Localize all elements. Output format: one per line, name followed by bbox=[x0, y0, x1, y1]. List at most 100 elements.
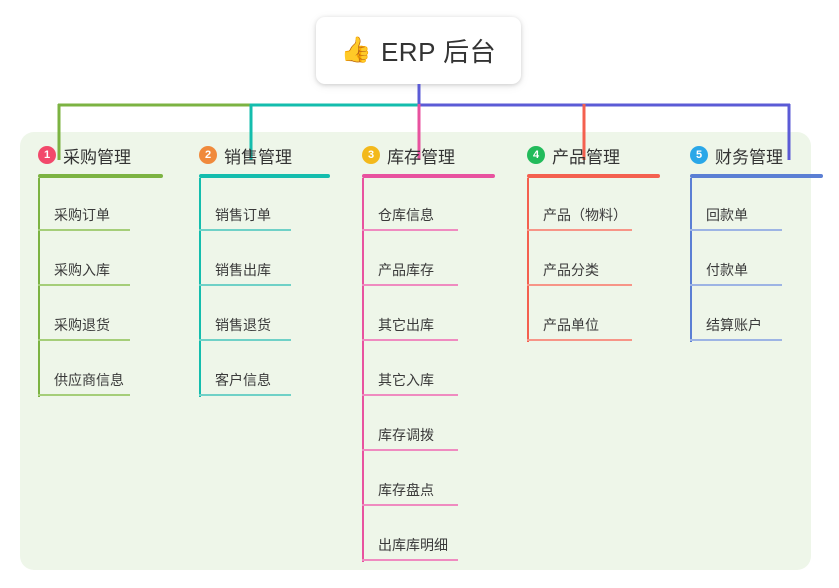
leaf-item[interactable]: 出库库明细 bbox=[344, 508, 477, 563]
leaf-item[interactable]: 结算账户 bbox=[672, 288, 805, 343]
column-2: 2 销售管理销售订单销售出库销售退货客户信息 bbox=[181, 142, 330, 398]
leaf-item[interactable]: 销售订单 bbox=[181, 178, 312, 233]
leaf-item[interactable]: 采购订单 bbox=[20, 178, 145, 233]
leaf-item-rule bbox=[38, 339, 130, 341]
leaf-item-rule bbox=[38, 394, 130, 396]
leaf-item-rule bbox=[527, 229, 632, 231]
leaf-item-rule bbox=[690, 339, 782, 341]
diagram-panel bbox=[20, 132, 811, 570]
leaf-item-rule bbox=[199, 394, 291, 396]
leaf-item[interactable]: 客户信息 bbox=[181, 343, 312, 398]
thumbs-up-icon: 👍 bbox=[340, 36, 372, 64]
leaf-item-label: 采购退货 bbox=[54, 317, 110, 333]
column-badge-5: 5 bbox=[690, 146, 708, 164]
column-header-1[interactable]: 1 采购管理 bbox=[20, 142, 145, 168]
leaf-item[interactable]: 产品单位 bbox=[509, 288, 642, 343]
leaf-item-label: 销售订单 bbox=[215, 207, 271, 223]
leaf-item[interactable]: 销售退货 bbox=[181, 288, 312, 343]
leaf-item-rule bbox=[38, 229, 130, 231]
column-header-5[interactable]: 5 财务管理 bbox=[672, 142, 805, 168]
leaf-item-label: 产品分类 bbox=[543, 262, 599, 278]
column-badge-2: 2 bbox=[199, 146, 217, 164]
leaf-item-rule bbox=[199, 229, 291, 231]
leaf-item[interactable]: 仓库信息 bbox=[344, 178, 477, 233]
leaf-item-label: 库存调拨 bbox=[378, 427, 434, 443]
leaf-item[interactable]: 回款单 bbox=[672, 178, 805, 233]
leaf-item-rule bbox=[362, 504, 458, 506]
column-rule-3 bbox=[362, 174, 495, 178]
leaf-item[interactable]: 库存调拨 bbox=[344, 398, 477, 453]
column-badge-1: 1 bbox=[38, 146, 56, 164]
column-rule-1 bbox=[38, 174, 163, 178]
column-items-5: 回款单付款单结算账户 bbox=[672, 178, 805, 343]
leaf-item[interactable]: 采购退货 bbox=[20, 288, 145, 343]
column-4: 4 产品管理产品（物料） 产品分类产品单位 bbox=[509, 142, 660, 343]
leaf-item-label: 其它出库 bbox=[378, 317, 434, 333]
leaf-item-rule bbox=[38, 284, 130, 286]
leaf-item-label: 付款单 bbox=[706, 262, 748, 278]
leaf-item[interactable]: 产品分类 bbox=[509, 233, 642, 288]
leaf-item-label: 产品单位 bbox=[543, 317, 599, 333]
column-title-2: 销售管理 bbox=[224, 147, 292, 167]
column-items-4: 产品（物料） 产品分类产品单位 bbox=[509, 178, 642, 343]
leaf-item-label: 销售出库 bbox=[215, 262, 271, 278]
column-badge-4: 4 bbox=[527, 146, 545, 164]
leaf-item[interactable]: 产品库存 bbox=[344, 233, 477, 288]
column-5: 5 财务管理回款单付款单结算账户 bbox=[672, 142, 823, 343]
leaf-item[interactable]: 产品（物料） bbox=[509, 178, 642, 233]
column-rule-5 bbox=[690, 174, 823, 178]
column-rule-4 bbox=[527, 174, 660, 178]
column-items-2: 销售订单销售出库销售退货客户信息 bbox=[181, 178, 312, 398]
leaf-item-label: 结算账户 bbox=[706, 317, 762, 333]
column-header-4[interactable]: 4 产品管理 bbox=[509, 142, 642, 168]
column-rule-2 bbox=[199, 174, 330, 178]
column-title-4: 产品管理 bbox=[552, 147, 620, 167]
root-node-title: ERP 后台 bbox=[380, 37, 497, 67]
leaf-item[interactable]: 供应商信息 bbox=[20, 343, 145, 398]
leaf-item-label: 产品库存 bbox=[378, 262, 434, 278]
column-items-3: 仓库信息产品库存其它出库其它入库库存调拨库存盘点出库库明细 bbox=[344, 178, 477, 563]
leaf-item-rule bbox=[199, 284, 291, 286]
leaf-item-rule bbox=[527, 284, 632, 286]
leaf-item[interactable]: 采购入库 bbox=[20, 233, 145, 288]
column-trunk-4 bbox=[527, 178, 529, 342]
leaf-item-label: 供应商信息 bbox=[54, 372, 124, 388]
column-1: 1 采购管理采购订单采购入库采购退货供应商信息 bbox=[20, 142, 163, 398]
leaf-item-rule bbox=[362, 339, 458, 341]
leaf-item-rule bbox=[690, 229, 782, 231]
column-title-1: 采购管理 bbox=[63, 147, 131, 167]
leaf-item-label: 采购入库 bbox=[54, 262, 110, 278]
leaf-item[interactable]: 其它出库 bbox=[344, 288, 477, 343]
leaf-item-rule bbox=[362, 449, 458, 451]
column-badge-3: 3 bbox=[362, 146, 380, 164]
column-title-5: 财务管理 bbox=[715, 147, 783, 167]
leaf-item-label: 产品（物料） bbox=[543, 207, 627, 223]
leaf-item-rule bbox=[362, 559, 458, 561]
column-trunk-1 bbox=[38, 178, 40, 397]
leaf-item[interactable]: 库存盘点 bbox=[344, 453, 477, 508]
leaf-item[interactable]: 付款单 bbox=[672, 233, 805, 288]
leaf-item[interactable]: 其它入库 bbox=[344, 343, 477, 398]
column-trunk-2 bbox=[199, 178, 201, 397]
leaf-item-label: 出库库明细 bbox=[378, 537, 448, 553]
column-header-2[interactable]: 2 销售管理 bbox=[181, 142, 312, 168]
column-3: 3 库存管理仓库信息产品库存其它出库其它入库库存调拨库存盘点出库库明细 bbox=[344, 142, 495, 563]
leaf-item-label: 其它入库 bbox=[378, 372, 434, 388]
leaf-item-label: 销售退货 bbox=[215, 317, 271, 333]
column-header-3[interactable]: 3 库存管理 bbox=[344, 142, 477, 168]
leaf-item-rule bbox=[199, 339, 291, 341]
column-trunk-3 bbox=[362, 178, 364, 562]
root-node-card[interactable]: 👍 ERP 后台 bbox=[316, 17, 521, 84]
leaf-item[interactable]: 销售出库 bbox=[181, 233, 312, 288]
leaf-item-rule bbox=[362, 394, 458, 396]
leaf-item-label: 库存盘点 bbox=[378, 482, 434, 498]
column-title-3: 库存管理 bbox=[387, 147, 455, 167]
leaf-item-label: 仓库信息 bbox=[378, 207, 434, 223]
leaf-item-label: 回款单 bbox=[706, 207, 748, 223]
leaf-item-rule bbox=[362, 284, 458, 286]
leaf-item-rule bbox=[362, 229, 458, 231]
leaf-item-label: 采购订单 bbox=[54, 207, 110, 223]
leaf-item-rule bbox=[527, 339, 632, 341]
column-items-1: 采购订单采购入库采购退货供应商信息 bbox=[20, 178, 145, 398]
column-trunk-5 bbox=[690, 178, 692, 342]
